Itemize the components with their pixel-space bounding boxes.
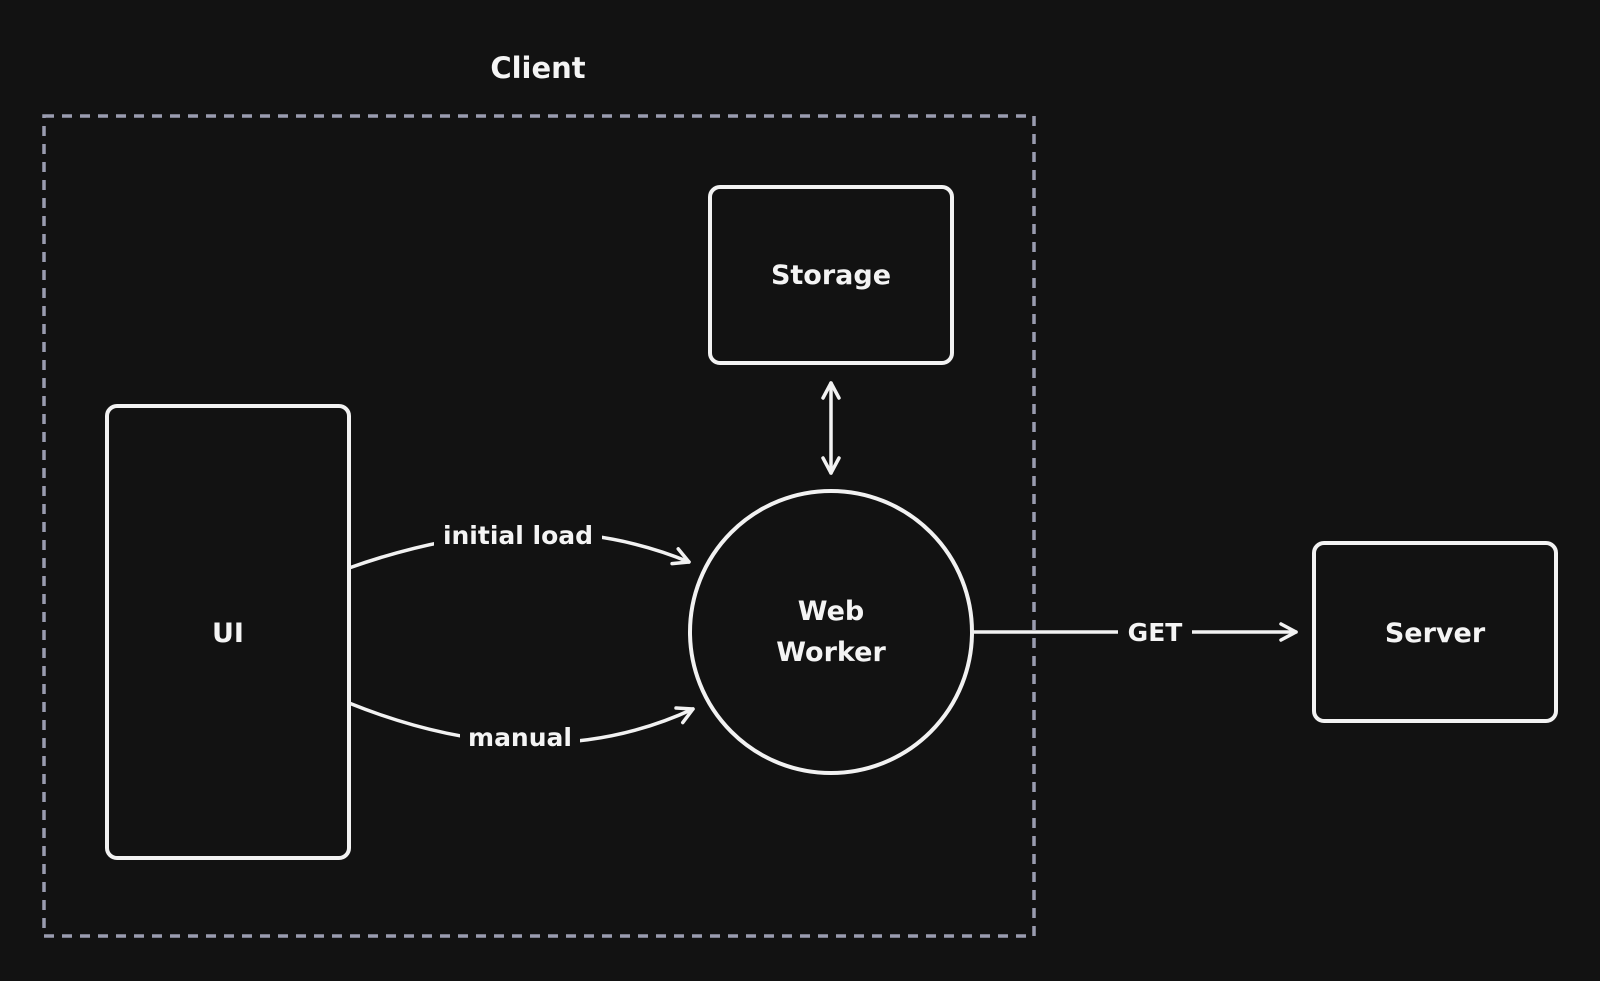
initial-load-label: initial load	[443, 521, 593, 550]
get-label: GET	[1128, 618, 1183, 647]
get-label-bg	[1118, 614, 1192, 650]
server-box	[1312, 541, 1558, 723]
manual-label-bg	[460, 719, 580, 755]
initial-load-label-bg	[434, 515, 602, 551]
ui-label: UI	[212, 618, 244, 649]
initial-load-edge: initial load	[347, 515, 691, 570]
storage-box	[708, 185, 954, 365]
manual-label: manual	[468, 723, 572, 752]
web-worker-label-line1: Web	[798, 596, 864, 627]
web-worker-node: Web Worker	[688, 489, 974, 775]
ui-node: UI	[105, 404, 351, 860]
storage-label: Storage	[771, 260, 891, 291]
get-edge: GET	[972, 614, 1298, 650]
web-worker-circle	[688, 489, 974, 775]
server-label: Server	[1385, 618, 1486, 649]
client-group: Client	[42, 51, 1036, 938]
storage-node: Storage	[708, 185, 954, 365]
web-worker-label-line2: Worker	[776, 637, 886, 668]
client-boundary	[42, 114, 1036, 938]
server-node: Server	[1312, 541, 1558, 723]
manual-edge: manual	[347, 701, 695, 755]
client-label: Client	[490, 51, 585, 85]
ui-box	[105, 404, 351, 860]
